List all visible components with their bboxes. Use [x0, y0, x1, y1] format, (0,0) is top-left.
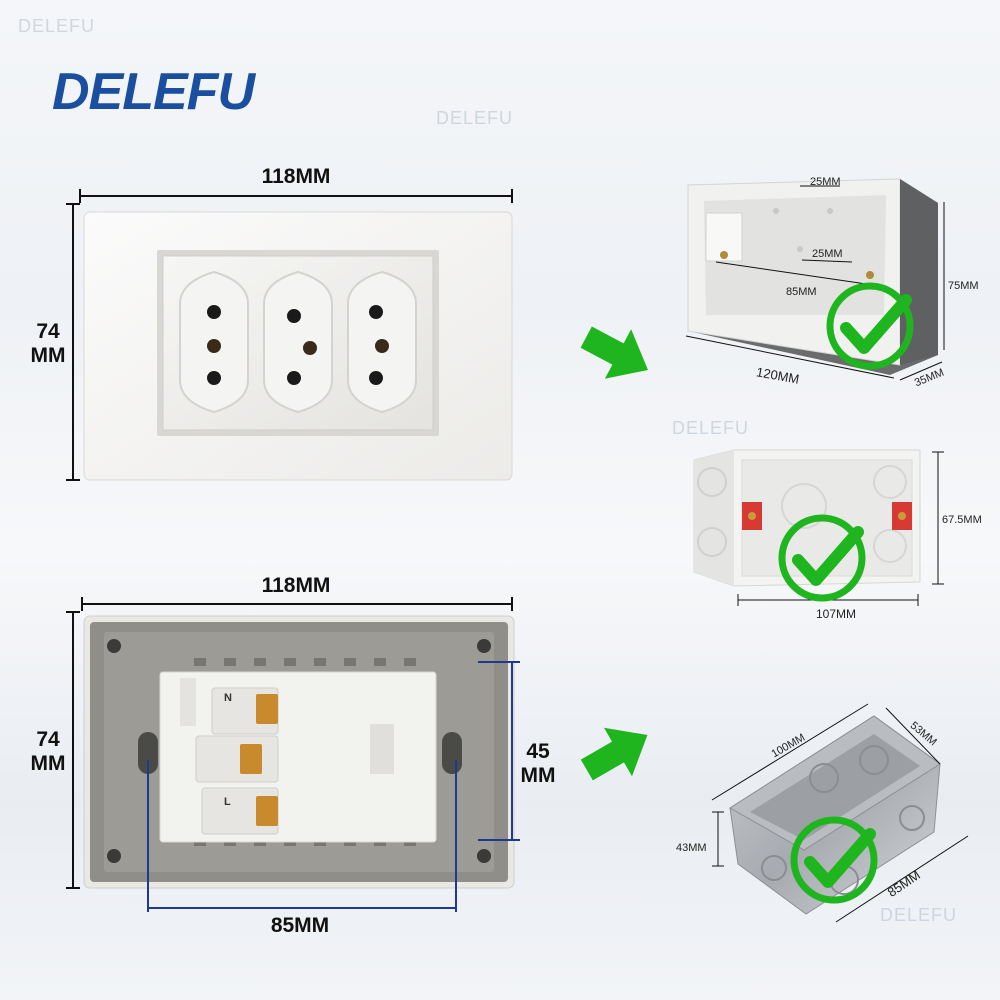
back-plate-width-label: 118MM: [261, 574, 331, 597]
grey-plastic-box: [687, 178, 938, 375]
back-plate-height-unit: MM: [30, 752, 66, 775]
front-plate-height-unit: MM: [30, 344, 66, 367]
front-plate-width-label: 118MM: [261, 165, 331, 188]
watermark: DELEFU: [880, 905, 958, 925]
back-plate: [83, 615, 515, 889]
watermark: DELEFU: [436, 108, 514, 128]
hole-spacing-label: 85MM: [270, 914, 330, 937]
back-plate-height-value: 74: [36, 728, 60, 751]
front-plate-height-label: 74 MM: [20, 320, 76, 368]
brand-logo-text: DELEFU: [52, 63, 255, 121]
back-plate-inner-height-unit: MM: [520, 764, 556, 787]
grey-box-top-label: 25MM: [810, 176, 841, 188]
terminal-n: [211, 687, 279, 735]
metal-box: [729, 715, 941, 915]
terminal-n-label: N: [224, 692, 232, 704]
terminal-earth: [195, 735, 279, 783]
front-plate-height-value: 74: [36, 320, 60, 343]
white-box-height-label: 67.5MM: [942, 514, 982, 526]
terminal-l-label: L: [224, 796, 231, 808]
brand-logo: DELEFU: [52, 62, 255, 122]
green-arrow-icon: [580, 326, 649, 379]
back-plate-inner-height-value: 45: [526, 740, 550, 763]
green-check-icon: [790, 816, 878, 904]
white-box-width-label: 107MM: [816, 607, 857, 621]
grey-box-height-label: 75MM: [948, 280, 979, 292]
terminal-l: [201, 787, 279, 835]
front-plate: [83, 211, 513, 481]
grey-box-inner-label: 25MM: [812, 248, 843, 260]
metal-box-height-label: 43MM: [676, 842, 707, 854]
watermark: DELEFU: [18, 16, 96, 36]
back-plate-height-label: 74 MM: [20, 728, 76, 776]
outlet-2: [263, 270, 333, 414]
back-plate-inner-height-label: 45 MM: [516, 740, 560, 788]
outlet-3: [347, 270, 417, 414]
outlet-1: [179, 270, 249, 414]
grey-box-hole-label: 85MM: [786, 286, 817, 298]
watermark: DELEFU: [672, 418, 750, 438]
green-arrow-icon: [580, 727, 648, 781]
green-check-icon: [826, 282, 914, 370]
green-check-icon: [778, 514, 866, 602]
